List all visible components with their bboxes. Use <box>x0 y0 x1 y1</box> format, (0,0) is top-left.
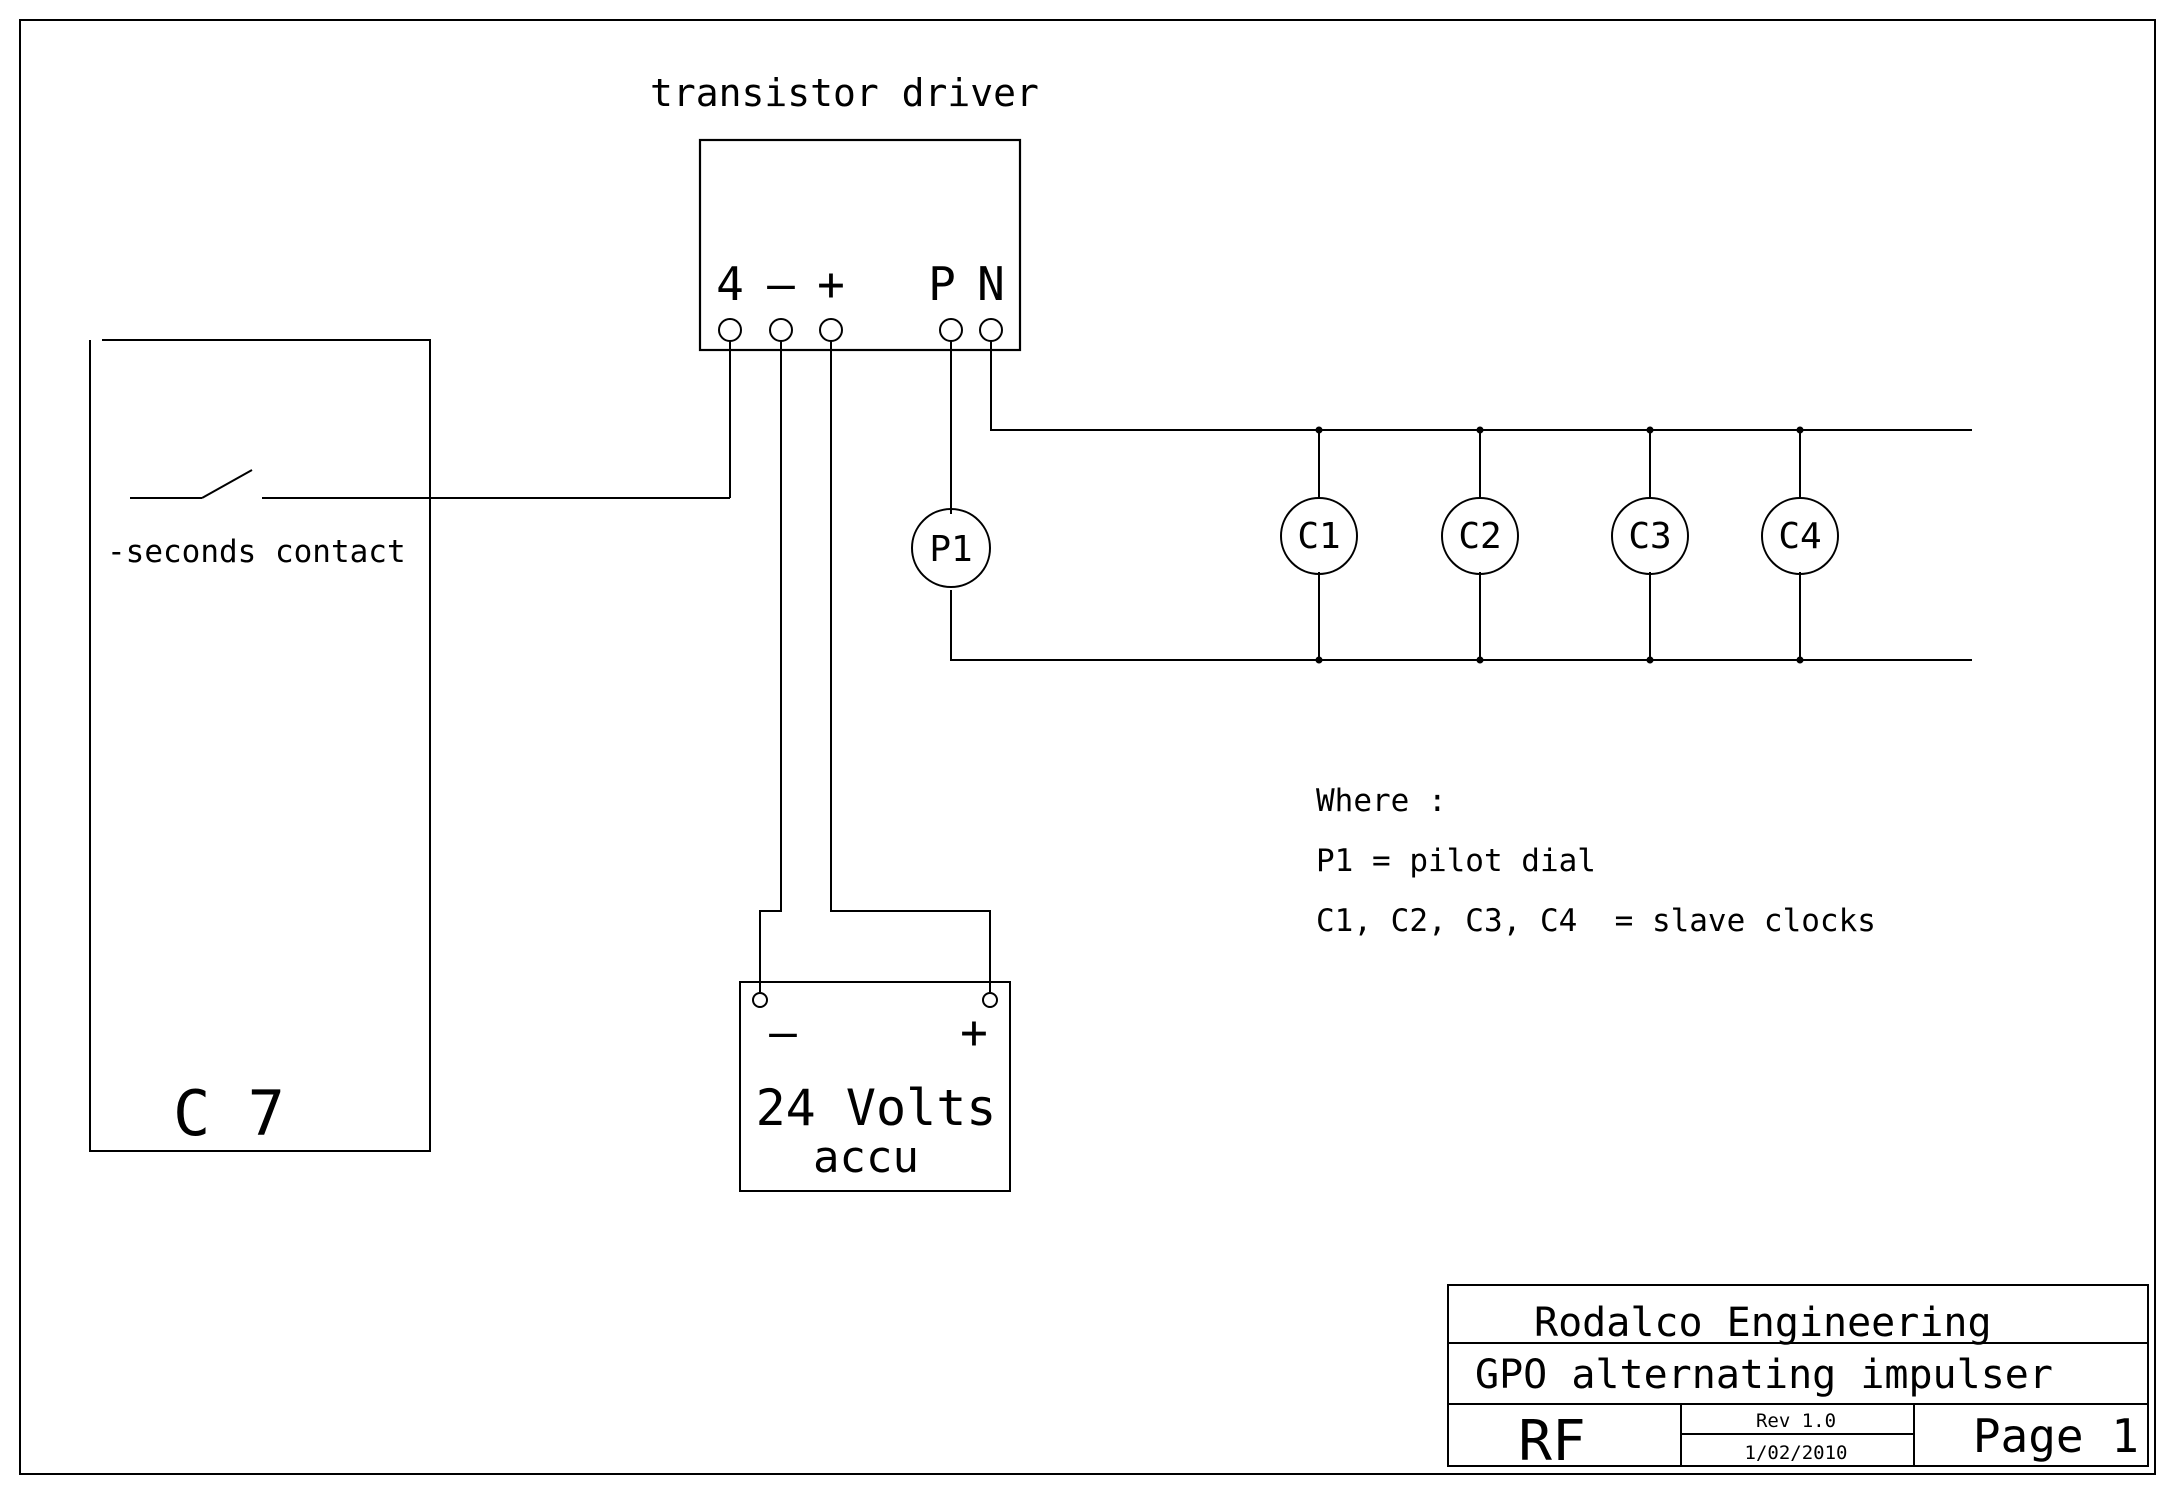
terminal-p-connector <box>939 318 963 342</box>
driver-terminal-n: N <box>977 257 1005 311</box>
drawing-border <box>19 19 2156 1475</box>
company-name: Rodalco Engineering <box>1534 1300 1992 1346</box>
terminal-n-connector <box>979 318 1003 342</box>
revision: Rev 1.0 <box>1756 1410 1836 1432</box>
slave-c3-bottom-junction <box>1646 656 1654 664</box>
terminal-plus-connector <box>819 318 843 342</box>
slave-clock-c3-label: C3 <box>1628 516 1671 557</box>
seconds-contact-label: -seconds contact <box>107 534 406 570</box>
wire-n-bus <box>990 341 1972 431</box>
slave-clock-c1-label: C1 <box>1297 516 1340 557</box>
slave-c4-top-junction <box>1796 426 1804 434</box>
wire-pilot-return <box>950 590 1972 661</box>
driver-terminal-plus: + <box>817 257 845 311</box>
slave-c1-bottom-junction <box>1315 656 1323 664</box>
slave-c1-top-junction <box>1315 426 1323 434</box>
author-initials: RF <box>1518 1409 1585 1474</box>
slave-clock-c2 <box>1441 497 1519 575</box>
slave-c3-top-junction <box>1646 426 1654 434</box>
battery-minus-label: – <box>769 1005 797 1059</box>
terminal-4-connector <box>718 318 742 342</box>
battery-type: accu <box>813 1132 919 1183</box>
legend-slaves: C1, C2, C3, C4 = slave clocks <box>1316 903 1876 939</box>
battery-plus-label: + <box>960 1005 988 1059</box>
legend-heading: Where : <box>1316 783 1447 819</box>
pilot-dial-label: P1 <box>929 529 972 570</box>
battery-voltage: 24 Volts <box>756 1079 997 1137</box>
drawing-date: 1/02/2010 <box>1745 1442 1848 1464</box>
slave-clock-c4-label: C4 <box>1778 516 1821 557</box>
driver-terminal-p: P <box>928 257 956 311</box>
slave-c2-top-junction <box>1476 426 1484 434</box>
battery-box <box>739 981 1011 1192</box>
driver-box <box>698 138 1022 352</box>
pilot-dial <box>911 508 991 588</box>
wire-minus-to-battery <box>759 341 782 992</box>
slave-c4-bottom-junction <box>1796 656 1804 664</box>
drawing-title: GPO alternating impulser <box>1475 1352 2053 1398</box>
slave-c2-bottom-junction <box>1476 656 1484 664</box>
title-block <box>1447 1284 2149 1467</box>
slave-clock-c4 <box>1761 497 1839 575</box>
battery-plus-post <box>982 992 998 1008</box>
controller-box <box>89 339 431 1152</box>
driver-title: transistor driver <box>650 71 1039 115</box>
switch-blade <box>201 469 253 499</box>
slave-clock-c3 <box>1611 497 1689 575</box>
driver-terminal-4: 4 <box>716 257 744 311</box>
slave-clock-c1 <box>1280 497 1358 575</box>
legend-pilot: P1 = pilot dial <box>1316 843 1596 879</box>
wire-plus-to-battery <box>830 341 991 992</box>
controller-name: C 7 <box>173 1077 285 1150</box>
slave-clock-c2-label: C2 <box>1458 516 1501 557</box>
driver-terminal-minus: – <box>767 257 795 311</box>
terminal-minus-connector <box>769 318 793 342</box>
battery-minus-post <box>752 992 768 1008</box>
page-number: Page 1 <box>1973 1409 2139 1463</box>
